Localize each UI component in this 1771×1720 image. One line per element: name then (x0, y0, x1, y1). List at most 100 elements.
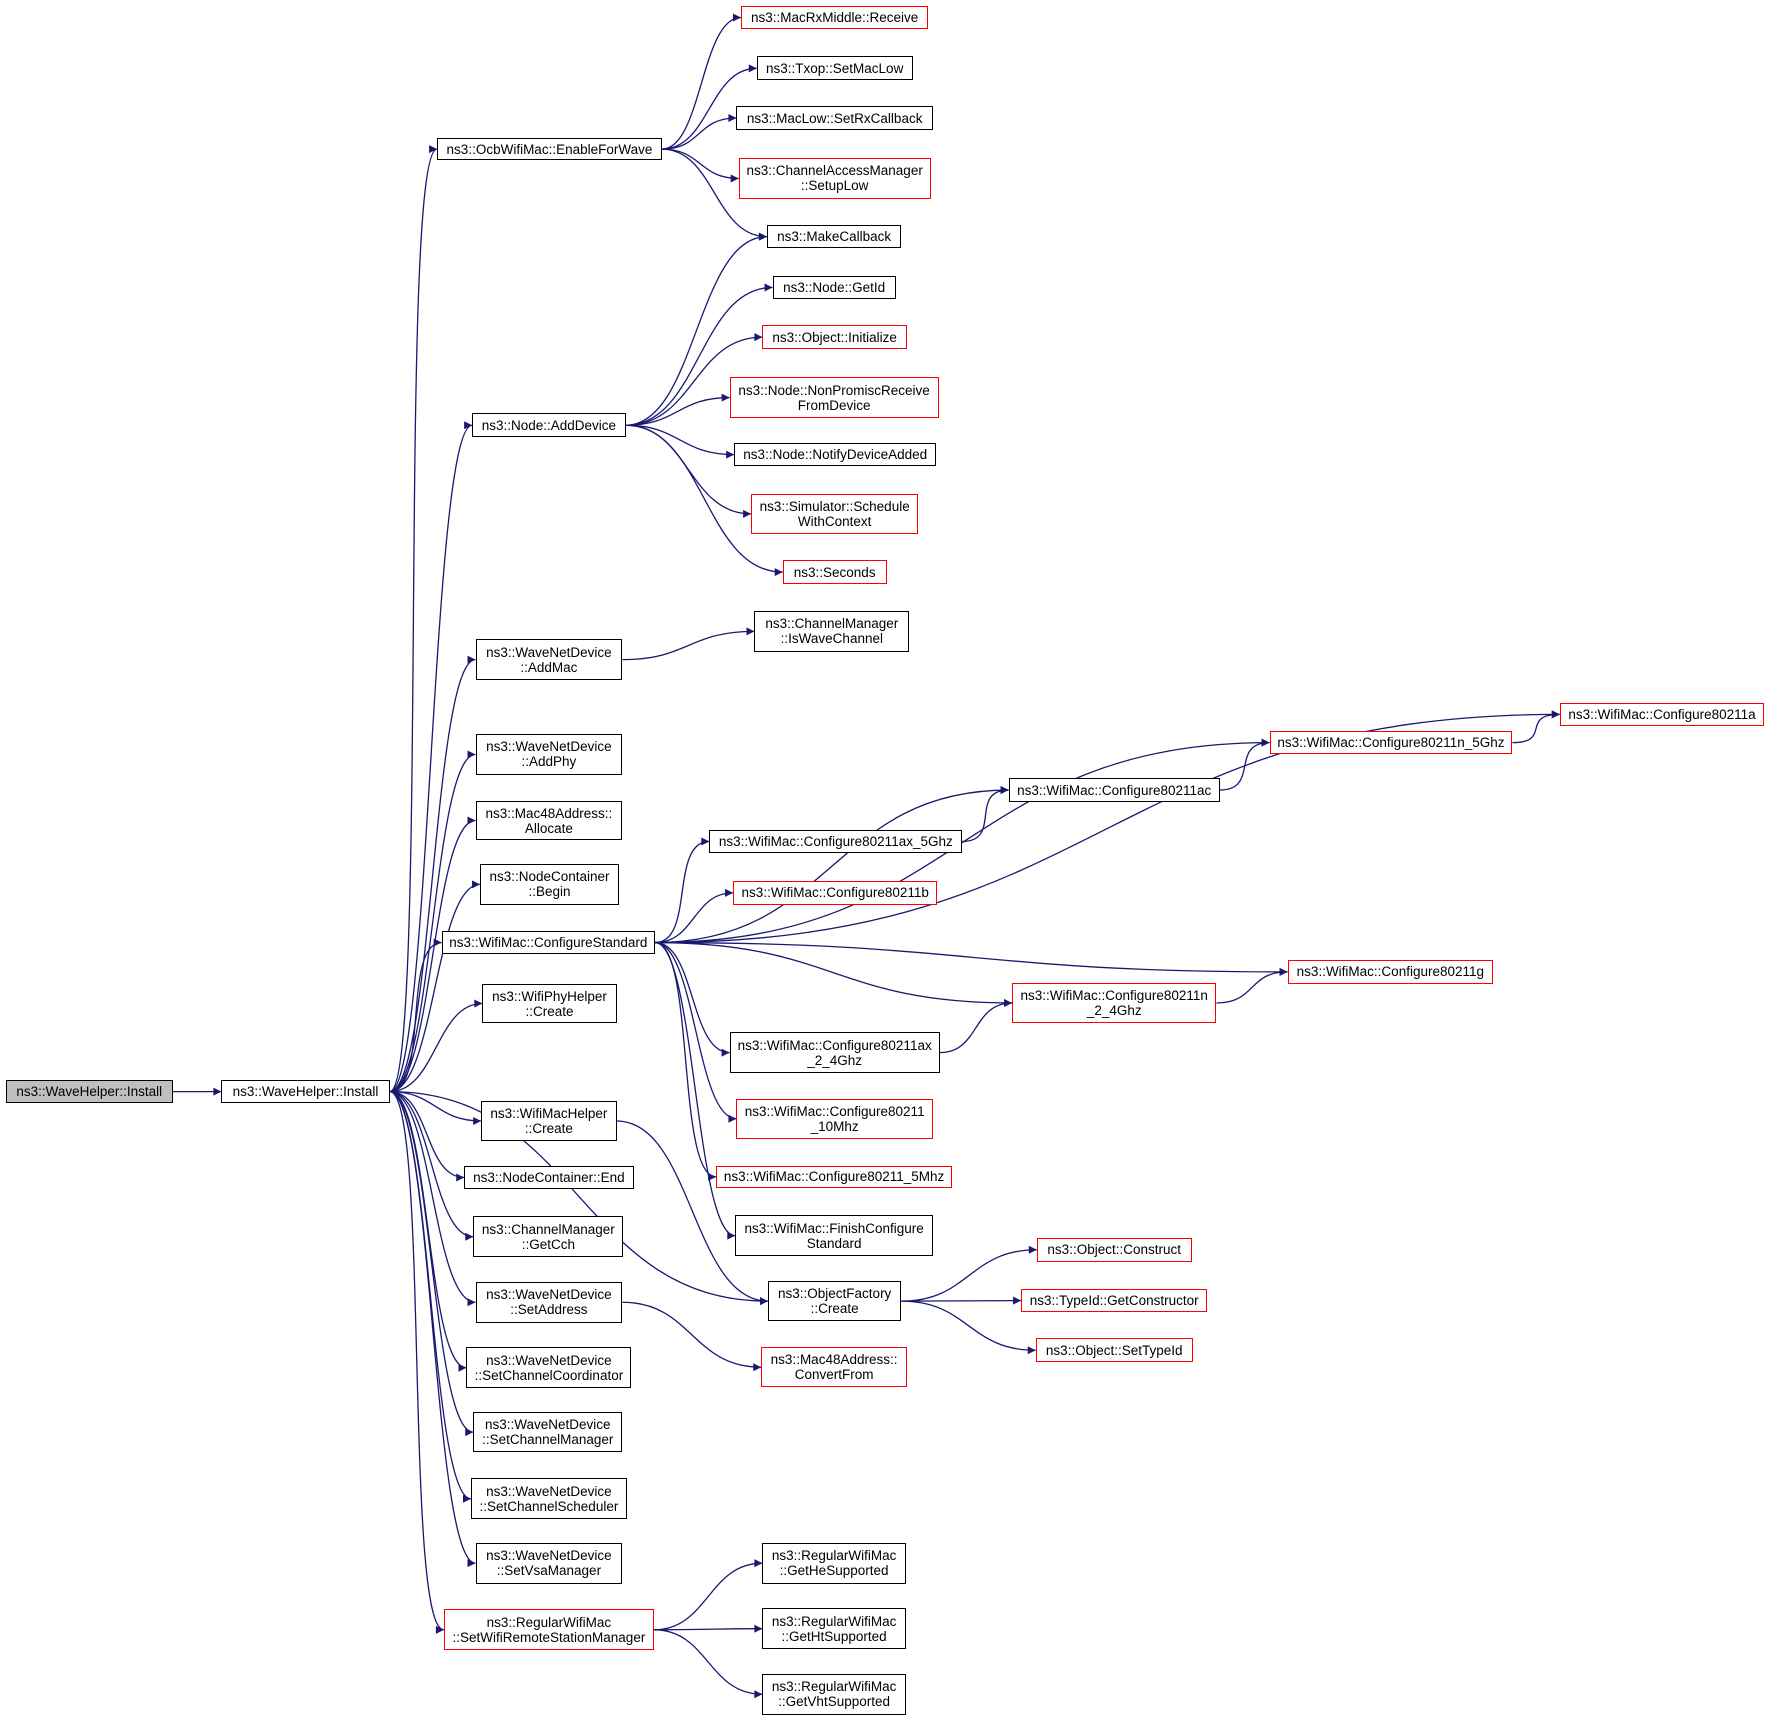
edge-nodeAddDevice-to-nodeNotify (625, 424, 735, 459)
node-txop-set-mac-low[interactable]: ns3::Txop::SetMacLow (756, 56, 913, 81)
node-label: ns3::Txop::SetMacLow (766, 60, 904, 76)
node-cfg-n5[interactable]: ns3::WifiMac::Configure80211n_5Ghz (1269, 730, 1513, 755)
node-label: ns3::Seconds (793, 564, 876, 580)
edge-wndSetAddress-to-macConvertFrom (622, 1301, 762, 1372)
node-enable-for-wave[interactable]: ns3::OcbWifiMac::EnableForWave (437, 137, 662, 161)
node-cm-get-cch[interactable]: ns3::ChannelManager ::GetCch (473, 1216, 624, 1258)
node-obj-initialize[interactable]: ns3::Object::Initialize (762, 325, 907, 349)
node-cfg-ax24[interactable]: ns3::WifiMac::Configure80211ax _2_4Ghz (729, 1032, 940, 1073)
edge-nodeAddDevice-to-objInitialize (625, 333, 763, 426)
edge-install-to-ncEnd (389, 1090, 465, 1182)
edge-cfgStandard-to-cfgN5 (655, 738, 1270, 944)
node-obj-factory-create[interactable]: ns3::ObjectFactory ::Create (768, 1280, 902, 1322)
node-cfg-standard[interactable]: ns3::WifiMac::ConfigureStandard (441, 930, 656, 955)
node-cfg-ac[interactable]: ns3::WifiMac::Configure80211ac (1008, 778, 1220, 802)
node-node-get-id[interactable]: ns3::Node::GetId (772, 275, 896, 300)
node-seconds[interactable]: ns3::Seconds (782, 560, 887, 584)
node-label: ns3::WaveNetDevice ::SetAddress (486, 1287, 612, 1318)
node-label: ns3::WifiMac::Configure80211n _2_4Ghz (1020, 987, 1208, 1018)
node-label: ns3::WifiPhyHelper ::Create (492, 988, 607, 1019)
node-wnd-add-mac[interactable]: ns3::WaveNetDevice ::AddMac (475, 639, 623, 680)
node-mac-convert-from[interactable]: ns3::Mac48Address:: ConvertFrom (761, 1347, 907, 1387)
edge-cfgStandard-to-cfgAc (655, 786, 1009, 944)
node-label: ns3::ChannelAccessManager ::SetupLow (746, 163, 923, 194)
edge-cfgStandard-to-cfgB (655, 888, 734, 944)
node-wnd-set-mgr[interactable]: ns3::WaveNetDevice ::SetChannelManager (473, 1411, 623, 1453)
edge-nodeAddDevice-to-makeCallback (625, 232, 767, 426)
edge-cfgAc-to-cfgN5 (1219, 738, 1270, 791)
edge-enableForWave-to-makeCallback (661, 148, 767, 241)
node-wnd-set-address[interactable]: ns3::WaveNetDevice ::SetAddress (475, 1281, 623, 1323)
node-type-id-get-ctor[interactable]: ns3::TypeId::GetConstructor (1021, 1288, 1208, 1313)
node-wnd-set-coord[interactable]: ns3::WaveNetDevice ::SetChannelCoordinat… (466, 1347, 632, 1389)
node-cfg5[interactable]: ns3::WifiMac::Configure80211_5Mhz (716, 1165, 953, 1189)
node-cfg-b[interactable]: ns3::WifiMac::Configure80211b (733, 880, 938, 905)
node-sim-schedule[interactable]: ns3::Simulator::Schedule WithContext (751, 493, 919, 535)
edge-install-to-ncBegin (389, 880, 481, 1093)
node-cfg-n24[interactable]: ns3::WifiMac::Configure80211n _2_4Ghz (1012, 982, 1217, 1024)
node-label: ns3::WifiMac::Configure80211g (1296, 964, 1485, 980)
edge-enableForWave-to-macRxReceive (661, 13, 741, 150)
node-node-non-promisc[interactable]: ns3::Node::NonPromiscReceive FromDevice (729, 377, 939, 418)
node-label: ns3::WifiMac::Configure80211_5Mhz (723, 1169, 945, 1185)
edge-install-to-wndAddPhy (389, 750, 476, 1093)
node-label: ns3::RegularWifiMac ::GetVhtSupported (771, 1679, 897, 1710)
node-label: ns3::WifiMac::Configure80211b (741, 885, 929, 901)
node-label: ns3::MacLow::SetRxCallback (746, 110, 923, 126)
node-label: ns3::ChannelManager ::GetCch (481, 1221, 615, 1252)
node-mac-helper-create[interactable]: ns3::WifiMacHelper ::Create (481, 1101, 617, 1141)
edge-install-to-wndSetSched (389, 1090, 472, 1503)
node-label: ns3::Object::Construct (1047, 1242, 1181, 1258)
edge-cfgN5-to-cfgA (1512, 710, 1560, 744)
node-label: ns3::RegularWifiMac ::SetWifiRemoteStati… (452, 1614, 646, 1645)
node-cfg-g[interactable]: ns3::WifiMac::Configure80211g (1287, 960, 1494, 984)
node-label: ns3::WaveHelper::Install (16, 1084, 163, 1100)
node-cfg10[interactable]: ns3::WifiMac::Configure80211 _10Mhz (736, 1098, 933, 1139)
node-rwm-he[interactable]: ns3::RegularWifiMac ::GetHeSupported (762, 1542, 906, 1584)
node-cfg-ax5[interactable]: ns3::WifiMac::Configure80211ax_5Ghz (709, 830, 963, 853)
edge-rwmSetRsm-to-rwmVht (653, 1629, 763, 1699)
node-label: ns3::WaveNetDevice ::SetVsaManager (486, 1548, 612, 1579)
edge-objFactoryCreate-to-typeIdGetCtor (901, 1296, 1022, 1305)
node-make-callback[interactable]: ns3::MakeCallback (766, 224, 902, 249)
node-install[interactable]: ns3::WaveHelper::Install (221, 1079, 390, 1104)
node-node-notify[interactable]: ns3::Node::NotifyDeviceAdded (734, 442, 937, 467)
edge-cfgAx24-to-cfgN24 (939, 998, 1013, 1054)
node-obj-construct[interactable]: ns3::Object::Construct (1036, 1237, 1192, 1262)
node-label: ns3::WifiMac::Configure80211ax _2_4Ghz (737, 1037, 932, 1068)
node-mac-allocate[interactable]: ns3::Mac48Address:: Allocate (475, 800, 623, 841)
node-node-add-device[interactable]: ns3::Node::AddDevice (472, 413, 626, 438)
node-label: ns3::Simulator::Schedule WithContext (759, 498, 910, 529)
node-label: ns3::Mac48Address:: Allocate (485, 805, 613, 836)
node-phy-helper-create[interactable]: ns3::WifiPhyHelper ::Create (482, 983, 617, 1024)
edge-cfgAx5-to-cfgAc (962, 786, 1009, 843)
node-obj-set-type-id[interactable]: ns3::Object::SetTypeId (1035, 1338, 1193, 1363)
node-rwm-vht[interactable]: ns3::RegularWifiMac ::GetVhtSupported (762, 1673, 906, 1715)
node-finish-cfg[interactable]: ns3::WifiMac::FinishConfigure Standard (735, 1215, 933, 1256)
node-cfg-a[interactable]: ns3::WifiMac::Configure80211a (1559, 702, 1765, 727)
node-rwm-set-rsm[interactable]: ns3::RegularWifiMac ::SetWifiRemoteStati… (443, 1609, 654, 1651)
node-label: ns3::Object::Initialize (772, 329, 897, 345)
node-cm-is-wave[interactable]: ns3::ChannelManager ::IsWaveChannel (754, 611, 910, 652)
node-label: ns3::TypeId::GetConstructor (1029, 1293, 1199, 1309)
edge-enableForWave-to-txopSetMacLow (661, 64, 757, 150)
node-nc-end[interactable]: ns3::NodeContainer::End (464, 1165, 634, 1190)
edge-install-to-rwmSetRsm (389, 1090, 445, 1634)
node-nc-begin[interactable]: ns3::NodeContainer ::Begin (480, 864, 619, 905)
node-mac-low-set-rx[interactable]: ns3::MacLow::SetRxCallback (736, 106, 933, 130)
node-wnd-add-phy[interactable]: ns3::WaveNetDevice ::AddPhy (475, 734, 623, 775)
node-label: ns3::OcbWifiMac::EnableForWave (446, 141, 653, 157)
node-wnd-set-sched[interactable]: ns3::WaveNetDevice ::SetChannelScheduler (470, 1478, 627, 1520)
node-label: ns3::WifiMac::Configure80211ax_5Ghz (718, 833, 953, 849)
edge-cfgStandard-to-cfg10 (655, 941, 737, 1123)
edge-install-to-macAllocate (389, 816, 476, 1093)
node-wnd-set-vsa[interactable]: ns3::WaveNetDevice ::SetVsaManager (475, 1542, 623, 1584)
node-mac-rx-receive[interactable]: ns3::MacRxMiddle::Receive (740, 5, 929, 30)
node-cam-setup-low[interactable]: ns3::ChannelAccessManager ::SetupLow (738, 158, 931, 199)
edge-cfgStandard-to-cfgG (655, 941, 1288, 976)
edge-nodeAddDevice-to-nodeGetId (625, 283, 773, 426)
node-label: ns3::WaveNetDevice ::AddPhy (486, 739, 612, 770)
edge-install-to-cmGetCch (389, 1090, 474, 1241)
node-rwm-ht[interactable]: ns3::RegularWifiMac ::GetHtSupported (762, 1608, 906, 1649)
edge-cfgStandard-to-cfgAx24 (655, 941, 730, 1057)
